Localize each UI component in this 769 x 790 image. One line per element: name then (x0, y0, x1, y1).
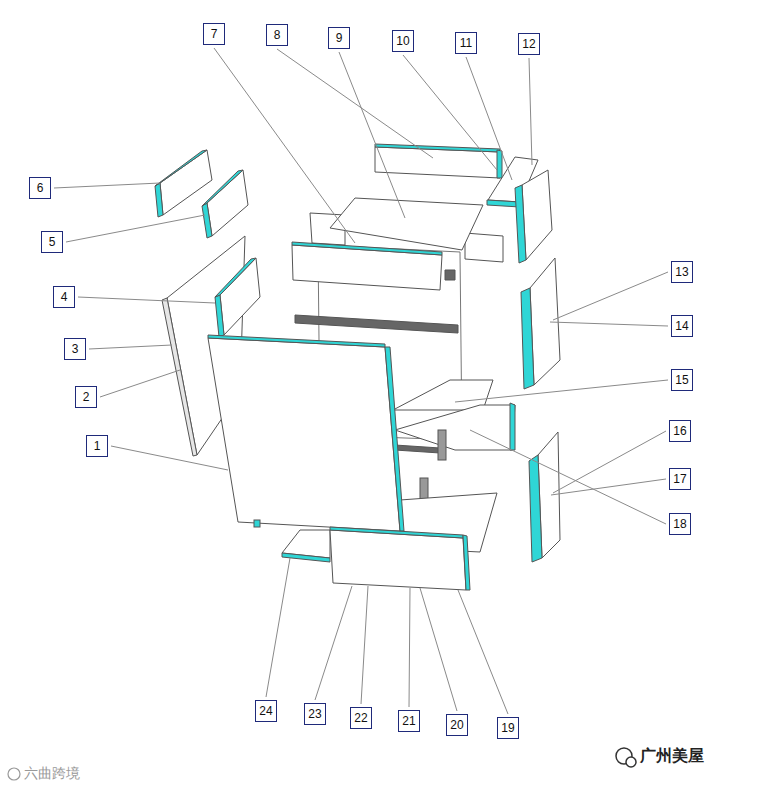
watermark: 六曲跨境 (24, 765, 80, 783)
callout-number: 10 (392, 30, 414, 52)
watermark-icon (8, 768, 20, 780)
callout-number: 17 (669, 468, 691, 490)
callout-number: 2 (75, 386, 97, 408)
callout-number: 7 (203, 23, 225, 45)
wechat-icon (616, 748, 636, 767)
callout-number: 6 (29, 177, 51, 199)
callout-number: 23 (304, 703, 326, 725)
callout-number: 18 (669, 513, 691, 535)
callout-number: 20 (446, 714, 468, 736)
callout-number: 24 (255, 700, 277, 722)
watermark: 广州美屋 (640, 746, 704, 767)
callout-number: 12 (518, 33, 540, 55)
callout-number: 19 (497, 717, 519, 739)
callout-number: 14 (671, 315, 693, 337)
leader-lines (54, 48, 668, 714)
callout-number: 4 (53, 286, 75, 308)
callout-number: 21 (398, 710, 420, 732)
callout-number: 15 (671, 369, 693, 391)
callout-number: 22 (350, 707, 372, 729)
callout-number: 3 (64, 338, 86, 360)
callout-number: 9 (328, 27, 350, 49)
callout-number: 1 (86, 435, 108, 457)
callout-number: 5 (41, 231, 63, 253)
callout-number: 13 (671, 261, 693, 283)
callout-number: 8 (266, 24, 288, 46)
callout-number: 11 (455, 32, 477, 54)
callout-number: 16 (669, 420, 691, 442)
